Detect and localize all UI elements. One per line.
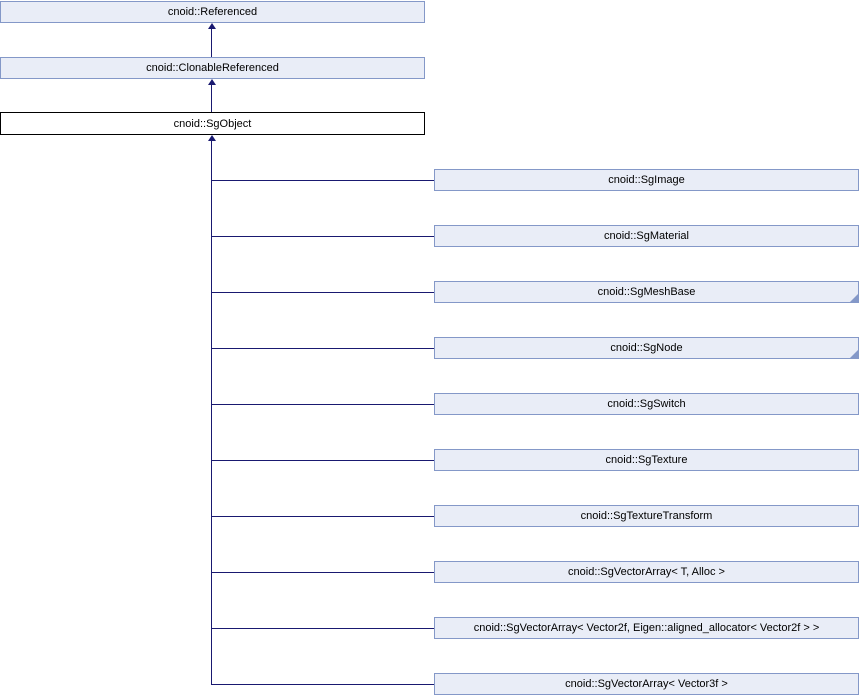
subclasses-fold-icon xyxy=(850,350,858,358)
inheritance-edge xyxy=(211,28,212,57)
class-node-label: cnoid::SgMeshBase xyxy=(597,286,696,298)
class-node-label: cnoid::SgTexture xyxy=(605,454,688,466)
class-node-cnoid-sgtexture[interactable]: cnoid::SgTexture xyxy=(434,449,859,471)
class-node-cnoid-sgtexturetransform[interactable]: cnoid::SgTextureTransform xyxy=(434,505,859,527)
class-node-cnoid-sgvectorarray-t-alloc[interactable]: cnoid::SgVectorArray< T, Alloc > xyxy=(434,561,859,583)
class-node-label: cnoid::SgObject xyxy=(173,117,252,130)
inheritance-arrowhead xyxy=(208,23,216,29)
class-node-cnoid-referenced[interactable]: cnoid::Referenced xyxy=(0,1,425,23)
inheritance-edge-branch xyxy=(211,460,434,461)
class-node-cnoid-sgimage[interactable]: cnoid::SgImage xyxy=(434,169,859,191)
class-node-cnoid-clonablereferenced[interactable]: cnoid::ClonableReferenced xyxy=(0,57,425,79)
class-node-label: cnoid::SgTextureTransform xyxy=(580,510,713,522)
class-node-cnoid-sgmaterial[interactable]: cnoid::SgMaterial xyxy=(434,225,859,247)
inheritance-edge-branch xyxy=(211,348,434,349)
class-node-cnoid-sgvectorarray-vector2f-eigen-aligned-allocator-vector2f[interactable]: cnoid::SgVectorArray< Vector2f, Eigen::a… xyxy=(434,617,859,639)
class-node-cnoid-sgnode[interactable]: cnoid::SgNode xyxy=(434,337,859,359)
class-node-cnoid-sgvectorarray-vector3f[interactable]: cnoid::SgVectorArray< Vector3f > xyxy=(434,673,859,695)
class-node-label: cnoid::SgImage xyxy=(608,174,685,186)
class-node-label: cnoid::SgSwitch xyxy=(607,398,686,410)
inheritance-arrowhead xyxy=(208,135,216,141)
class-node-label: cnoid::SgMaterial xyxy=(604,230,689,242)
inheritance-edge-branch xyxy=(211,572,434,573)
class-node-label: cnoid::ClonableReferenced xyxy=(146,62,279,74)
inheritance-edge-trunk xyxy=(211,140,212,685)
inheritance-edge-branch xyxy=(211,516,434,517)
inheritance-edge-branch xyxy=(211,292,434,293)
inheritance-edge-branch xyxy=(211,236,434,237)
inheritance-edge-branch xyxy=(211,180,434,181)
class-node-cnoid-sgmeshbase[interactable]: cnoid::SgMeshBase xyxy=(434,281,859,303)
inheritance-arrowhead xyxy=(208,79,216,85)
class-node-label: cnoid::SgVectorArray< T, Alloc > xyxy=(568,566,725,578)
class-node-label: cnoid::Referenced xyxy=(167,6,258,18)
inheritance-edge-branch xyxy=(211,404,434,405)
inheritance-edge-branch xyxy=(211,684,434,685)
class-node-label: cnoid::SgNode xyxy=(610,342,683,354)
class-node-label: cnoid::SgVectorArray< Vector3f > xyxy=(565,678,728,690)
class-node-label: cnoid::SgVectorArray< Vector2f, Eigen::a… xyxy=(473,622,820,634)
class-node-cnoid-sgobject: cnoid::SgObject xyxy=(0,112,425,135)
class-node-cnoid-sgswitch[interactable]: cnoid::SgSwitch xyxy=(434,393,859,415)
inheritance-edge xyxy=(211,84,212,112)
inheritance-edge-branch xyxy=(211,628,434,629)
subclasses-fold-icon xyxy=(850,294,858,302)
